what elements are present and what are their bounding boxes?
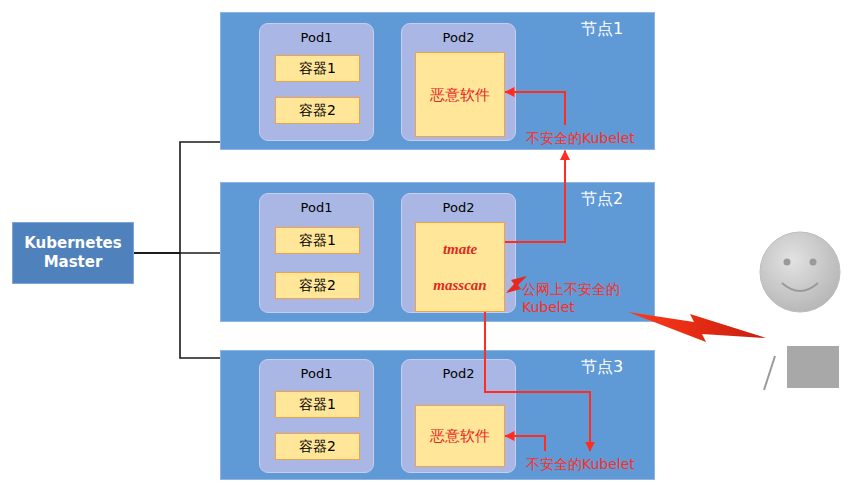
pod-box: Pod1 容器1 容器2 (259, 359, 374, 473)
connector (134, 253, 220, 358)
kubelet-label: 不安全的Kubelet (523, 125, 638, 151)
kubelet-label-text: 公网上不安全的 Kubelet (522, 280, 628, 316)
container-box: 容器1 (275, 55, 360, 82)
pod-box: Pod2 tmate masscan (401, 193, 516, 313)
node-band: 节点3 Pod1 容器1 容器2 Pod2 恶意软件不安全的Kubelet (220, 350, 655, 480)
malware-box: 恶意软件 (415, 405, 505, 467)
kubelet-label-text: 不安全的Kubelet (526, 130, 635, 146)
connector (134, 142, 220, 253)
pod-box: Pod1 容器1 容器2 (259, 193, 374, 313)
pod-box: Pod2 恶意软件 (401, 359, 516, 473)
kubelet-label-text: 不安全的Kubelet (526, 456, 635, 472)
pod-box-text: Pod1 (301, 200, 333, 216)
node-band-text: 节点1 (581, 19, 623, 38)
container-box-text: 容器1 (299, 396, 336, 413)
connector (134, 252, 220, 254)
master-box-text: Kubernetes Master (17, 234, 129, 272)
pod-box: Pod1 容器1 容器2 (259, 23, 374, 141)
container-box: 容器2 (275, 97, 360, 124)
node-band-text: 节点2 (581, 189, 623, 208)
container-box-text: 容器2 (299, 277, 336, 294)
container-box-text: 容器2 (299, 102, 336, 119)
container-box: 容器1 (275, 227, 360, 254)
container-box: 容器2 (275, 433, 360, 460)
container-box-text: 容器1 (299, 232, 336, 249)
attacker-arm (764, 356, 775, 390)
node-band: 节点1Pod1 容器1 容器2 Pod2 恶意软件不安全的Kubelet (220, 12, 655, 150)
container-box-text: 容器1 (299, 60, 336, 77)
container-box: 容器2 (275, 272, 360, 299)
node-band: 节点2Pod1 容器1 容器2 Pod2 tmate masscan 公网上不安全的 Kub… (220, 182, 655, 322)
container-box: 容器1 (275, 391, 360, 418)
attacker-smile (782, 283, 818, 291)
pod-box-text: Pod2 (443, 30, 475, 46)
container-box-text: 容器2 (299, 438, 336, 455)
kubelet-label: 不安全的Kubelet (523, 451, 638, 477)
node-band-text: 节点3 (581, 357, 623, 376)
master-box: Kubernetes Master (12, 222, 134, 284)
malware-box-text: 恶意软件 (430, 86, 490, 104)
tool-box: tmate masscan (415, 222, 505, 312)
pod-box-text: Pod2 (443, 366, 475, 382)
tool-box-text: tmate (443, 240, 477, 258)
pod-box-text: Pod1 (301, 30, 333, 46)
attacker-body (787, 346, 839, 388)
attacker-head (760, 232, 840, 312)
kubelet-label: 公网上不安全的 Kubelet (519, 277, 631, 319)
tool-box-text: masscan (433, 276, 486, 294)
malware-box-text: 恶意软件 (430, 427, 490, 445)
attacker-eye (810, 259, 817, 266)
malware-box: 恶意软件 (415, 52, 505, 137)
pod-box-text: Pod1 (301, 366, 333, 382)
pod-box: Pod2 恶意软件 (401, 23, 516, 141)
attacker-eye (784, 259, 791, 266)
pod-box-text: Pod2 (443, 200, 475, 216)
